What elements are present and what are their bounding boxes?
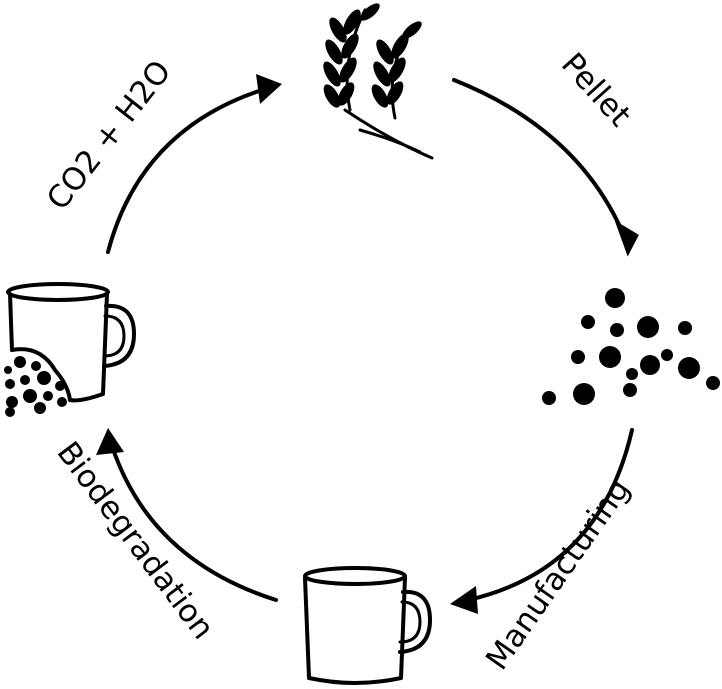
mug-icon	[303, 566, 432, 685]
degrading-mug-icon	[4, 282, 136, 417]
arrow-wheat-to-pellets	[452, 78, 639, 257]
label-manufacturing: Manufacturing	[479, 472, 637, 677]
label-pellet: Pellet	[554, 46, 638, 133]
arrow-pellets-to-mug	[450, 428, 634, 614]
arrow-degrading-mug-to-wheat	[106, 74, 282, 254]
label-biodegradation: Biodegradation	[50, 435, 221, 646]
pellets-icon	[542, 288, 720, 405]
wheat-icon	[323, 3, 434, 160]
label-co2-h2o: CO2 + H2O	[40, 54, 179, 217]
arrow-mug-to-degrading-mug	[96, 428, 278, 602]
